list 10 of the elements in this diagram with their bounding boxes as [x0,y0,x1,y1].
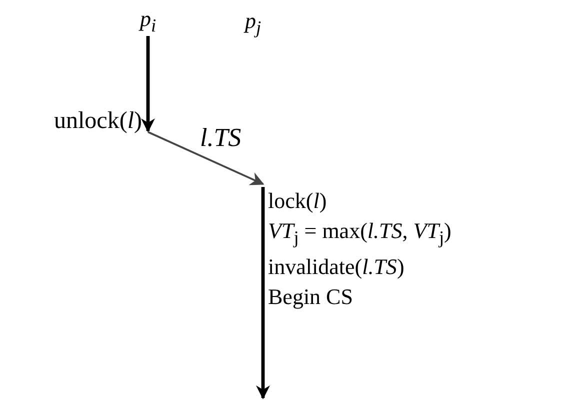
event-text: invalidate(l.TS) [268,253,404,282]
arrow [256,187,270,400]
arrow [141,36,155,132]
event-text: lock(l) [268,187,327,215]
arrow [148,131,264,186]
event-text: unlock(l) [54,107,142,136]
process-label: p$_{i}$ [140,5,156,38]
event-text: VT$_{j}$ = max(l.TS, VT$_{j}$) [268,217,452,250]
process-label: p$_{j}$ [245,8,262,38]
event-text: Begin CS [268,283,353,312]
